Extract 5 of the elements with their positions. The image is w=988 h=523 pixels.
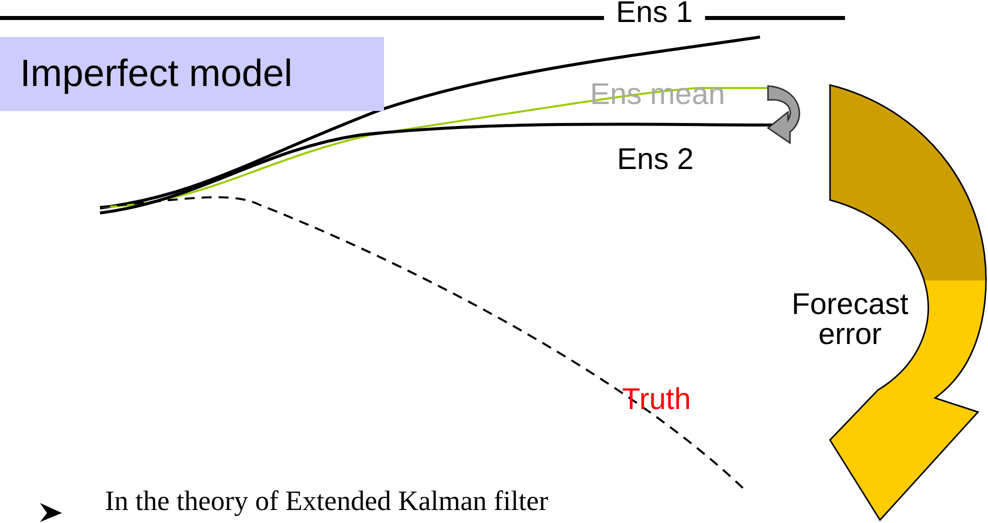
curve-label: Ens 2 <box>617 145 694 175</box>
bullet-text: In the theory of Extended Kalman filter <box>105 488 548 516</box>
curve-label: Truth <box>622 385 691 415</box>
title-box: Imperfect model <box>0 37 384 111</box>
arrow-label: Forecast error <box>790 290 910 350</box>
